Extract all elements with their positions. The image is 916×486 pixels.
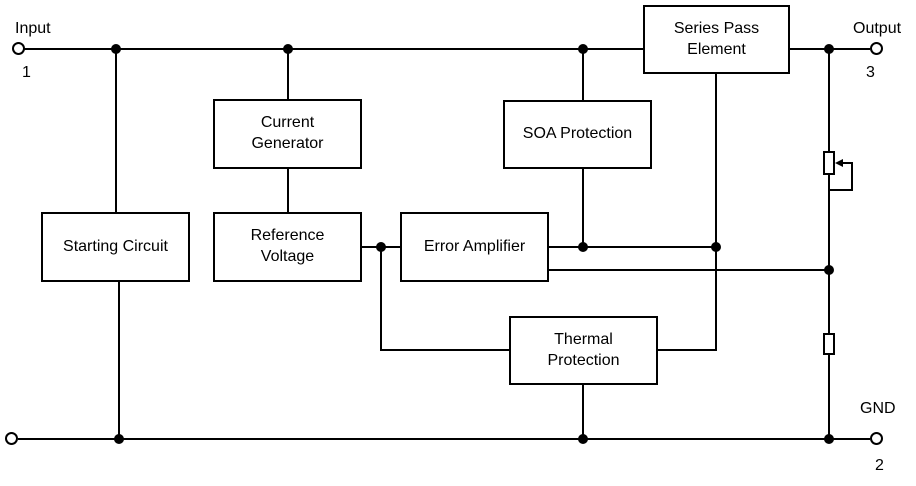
input-terminal-circle (12, 42, 25, 55)
wire-wiper-bottom (828, 189, 853, 191)
wire-ground-rail (18, 438, 870, 440)
wire-input-rail (24, 48, 643, 50)
wire-starting-to-ground (118, 282, 120, 439)
wire-resistor-to-ground (828, 354, 830, 439)
wire-input-to-current-gen (287, 48, 289, 99)
output-terminal-circle (870, 42, 883, 55)
wire-pot-to-resistor (828, 174, 830, 334)
wire-error-output (549, 246, 716, 248)
block-soa-protection: SOA Protection (503, 100, 652, 169)
resistor-symbol (823, 333, 835, 355)
junction-dot (824, 265, 834, 275)
gnd-label: GND (860, 400, 896, 417)
input-label: Input (15, 20, 51, 37)
wire-thermal-to-ground (582, 385, 584, 439)
block-starting-circuit: Starting Circuit (41, 212, 190, 282)
wire-series-pass-drive (715, 73, 717, 351)
block-current-generator: Current Generator (213, 99, 362, 169)
junction-dot (111, 44, 121, 54)
output-pin-number: 3 (866, 64, 875, 81)
block-reference-voltage: Reference Voltage (213, 212, 362, 282)
wire-wiper-vertical (851, 162, 853, 191)
wire-current-gen-to-reference (287, 169, 289, 212)
block-thermal-protection: Thermal Protection (509, 316, 658, 385)
wire-input-to-starting (115, 48, 117, 212)
wire-output-to-pot (828, 48, 830, 152)
junction-dot (711, 242, 721, 252)
wire-thermal-left (381, 349, 509, 351)
block-label: Error Amplifier (423, 237, 526, 255)
junction-dot (578, 434, 588, 444)
potentiometer-wiper-arrow (835, 159, 843, 167)
junction-dot (114, 434, 124, 444)
junction-dot (578, 44, 588, 54)
block-label: Reference Voltage (250, 227, 325, 265)
block-label: Series Pass Element (673, 19, 760, 58)
block-label: Starting Circuit (63, 237, 168, 255)
junction-dot (824, 434, 834, 444)
ground-left-terminal-circle (5, 432, 18, 445)
wire-reference-to-thermal (380, 246, 382, 351)
gnd-pin-number: 2 (875, 457, 884, 474)
block-label: Thermal Protection (547, 330, 620, 369)
junction-dot (578, 242, 588, 252)
block-series-pass-element: Series Pass Element (643, 5, 790, 74)
input-pin-number: 1 (22, 64, 31, 81)
gnd-terminal-circle (870, 432, 883, 445)
wire-wiper-tail (842, 162, 853, 164)
junction-dot (824, 44, 834, 54)
block-error-amplifier: Error Amplifier (400, 212, 549, 282)
block-label: SOA Protection (522, 125, 633, 143)
wire-input-to-soa (582, 48, 584, 100)
wire-soa-to-error-output (582, 169, 584, 248)
wire-feedback (549, 269, 829, 271)
junction-dot (283, 44, 293, 54)
block-label: Current Generator (251, 114, 324, 152)
output-label: Output (853, 20, 902, 37)
potentiometer-symbol (823, 151, 835, 175)
junction-dot (376, 242, 386, 252)
wire-thermal-right (658, 349, 716, 351)
